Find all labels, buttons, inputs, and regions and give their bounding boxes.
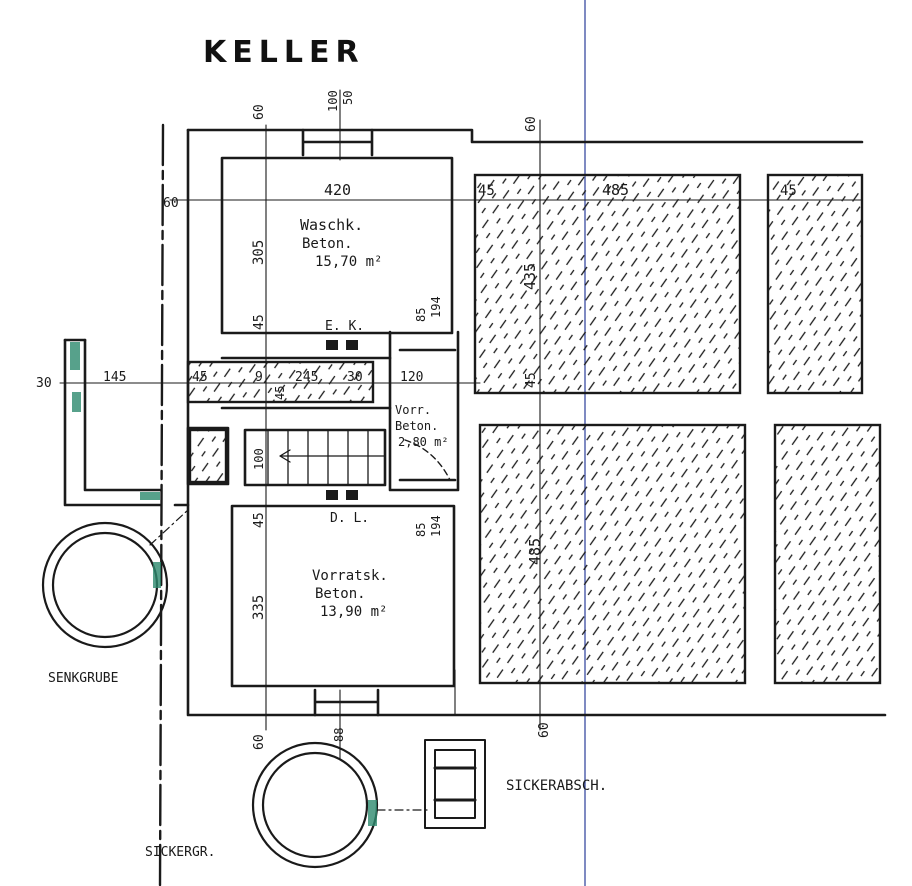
dim-60-left: 60 xyxy=(163,196,179,211)
dimension-texts: 60 420 45 485 45 30 145 45 9 245 30 120 xyxy=(36,181,797,391)
dim-100-b: 100 xyxy=(252,448,266,470)
washroom-name: Waschk. xyxy=(300,216,363,234)
sewer-shaft-label: SICKERABSCH. xyxy=(506,778,607,794)
storage-name: Vorratsk. xyxy=(312,568,388,584)
dim-30: 30 xyxy=(36,376,52,391)
green-marks xyxy=(70,342,377,826)
vestibule-floor: Beton. xyxy=(395,419,438,433)
stair-treads xyxy=(267,429,386,486)
door-swing xyxy=(404,439,451,481)
dl-label: D. L. xyxy=(330,511,369,526)
hatched-area-top-a xyxy=(473,173,742,395)
ek-dl-boxes xyxy=(326,340,358,500)
dim-50: 50 xyxy=(341,91,355,105)
dim-45-b: 45 xyxy=(780,183,797,199)
dim-30-b: 30 xyxy=(347,370,363,385)
dim-100: 100 xyxy=(326,90,340,112)
hatched-area-top-b xyxy=(766,173,864,395)
dim-45-vert: 45 xyxy=(273,386,287,400)
ek-label: E. K. xyxy=(325,319,364,334)
dim-120: 120 xyxy=(400,370,423,385)
dim-335: 335 xyxy=(251,595,267,620)
vestibule-area: 2,80 m² xyxy=(398,435,449,449)
hatched-area-bottom-a xyxy=(478,423,747,685)
dim-485-b: 485 xyxy=(526,538,544,565)
washroom-area: 15,70 m² xyxy=(315,254,382,270)
soakaway-label: SICKERGR. xyxy=(145,845,215,860)
dim-45-a: 45 xyxy=(478,183,495,199)
dim-45-c: 45 xyxy=(252,314,267,330)
dim-60-bot-b: 60 xyxy=(537,722,552,738)
plan-title: KELLER xyxy=(203,35,365,70)
building-walls xyxy=(63,128,887,717)
dim-194-a: 194 xyxy=(429,296,443,318)
property-line xyxy=(158,123,165,886)
dim-45-d: 45 xyxy=(192,370,208,385)
dim-60-top-b: 60 xyxy=(524,116,539,132)
connection-dash-2 xyxy=(149,509,189,546)
dimension-texts-vertical: 60 100 50 60 305 45 85 194 435 45 45 100… xyxy=(251,90,552,750)
dim-88: 88 xyxy=(332,728,346,742)
dim-485: 485 xyxy=(602,181,629,199)
cesspit-label: SENKGRUBE xyxy=(48,671,118,686)
dim-60-top-a: 60 xyxy=(252,104,267,120)
storage-area: 13,90 m² xyxy=(320,604,387,620)
dim-45-f: 45 xyxy=(252,512,267,528)
dim-85-b: 85 xyxy=(414,523,428,537)
dim-435: 435 xyxy=(521,263,539,290)
dim-145: 145 xyxy=(103,370,126,385)
dimension-lines xyxy=(59,89,863,761)
soakaway xyxy=(251,741,379,869)
hatched-area-bottom-b xyxy=(773,423,882,685)
hatched-wall-corridor xyxy=(186,360,375,404)
hatched-pillar xyxy=(188,428,228,484)
washroom-floor: Beton. xyxy=(302,236,353,252)
dim-305: 305 xyxy=(251,240,267,265)
dim-9: 9 xyxy=(255,370,263,385)
sewer-shaft xyxy=(424,739,486,829)
cesspit xyxy=(41,521,169,649)
dim-420: 420 xyxy=(324,181,351,199)
dim-245: 245 xyxy=(295,370,318,385)
storage-floor: Beton. xyxy=(315,586,366,602)
dim-45-e: 45 xyxy=(524,372,539,388)
dim-194-b: 194 xyxy=(429,515,443,537)
dim-85-a: 85 xyxy=(414,308,428,322)
vestibule-name: Vorr. xyxy=(395,403,431,417)
dim-60-bot-a: 60 xyxy=(252,734,267,750)
